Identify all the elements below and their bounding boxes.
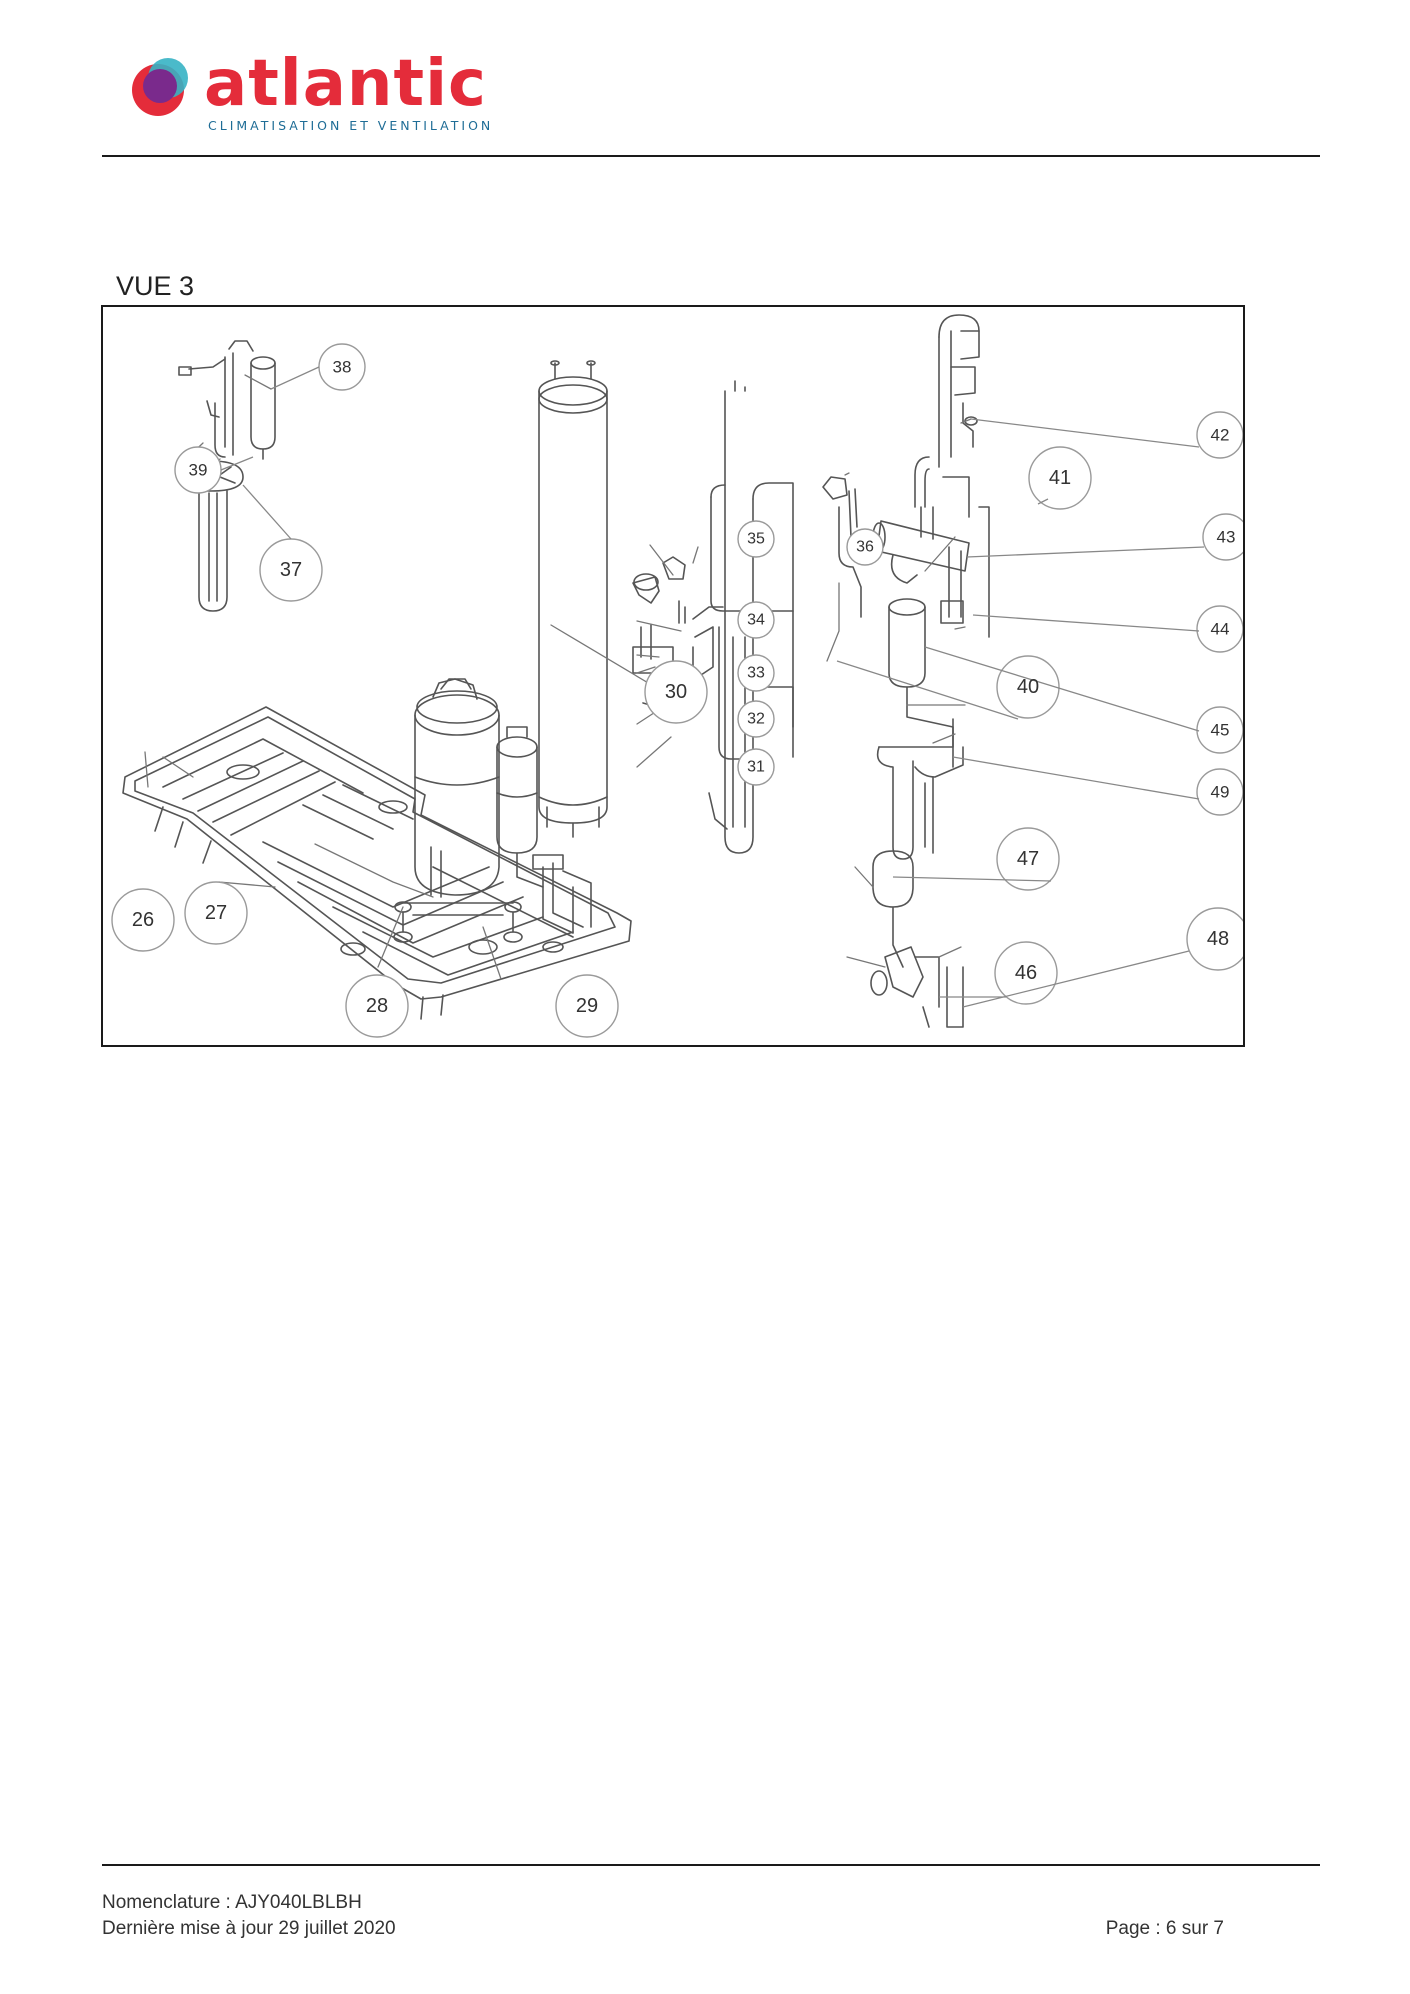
callout-33: 33 bbox=[747, 665, 765, 682]
callout-37: 37 bbox=[280, 559, 302, 581]
brand-name: atlantic bbox=[204, 47, 487, 121]
base-pipework bbox=[532, 854, 592, 934]
parts-diagram: 26 27 28 29 30 31 32 33 34 35 36 37 38 3… bbox=[101, 305, 1245, 1047]
view-title: VUE 3 bbox=[116, 271, 195, 301]
brand-tagline: CLIMATISATION ET VENTILATION bbox=[208, 118, 494, 133]
brand-logo-mark bbox=[132, 58, 188, 116]
leader-lines bbox=[144, 374, 972, 980]
accumulator bbox=[496, 726, 544, 888]
callout-38: 38 bbox=[333, 358, 352, 377]
callout-29: 29 bbox=[576, 995, 598, 1017]
callout-31: 31 bbox=[747, 759, 765, 776]
callout-27: 27 bbox=[205, 902, 227, 924]
footer-updated: Dernière mise à jour 29 juillet 2020 bbox=[102, 1918, 396, 1939]
callout-28: 28 bbox=[366, 995, 388, 1017]
parts-diagram-drawing: 26 27 28 29 30 31 32 33 34 35 36 37 38 3… bbox=[111, 314, 1243, 1038]
callout-46: 46 bbox=[1015, 962, 1037, 984]
header-divider bbox=[102, 155, 1320, 157]
callout-45: 45 bbox=[1211, 721, 1230, 740]
receiver-tank bbox=[538, 360, 608, 838]
callout-49: 49 bbox=[1211, 783, 1230, 802]
callout-35: 35 bbox=[747, 531, 765, 548]
callout-42: 42 bbox=[1211, 426, 1230, 445]
footer-page-number: Page : 6 sur 7 bbox=[1105, 1918, 1224, 1939]
footer-nomenclature: Nomenclature : AJY040LBLBH bbox=[102, 1892, 362, 1913]
callout-48: 48 bbox=[1207, 928, 1229, 950]
callout-36: 36 bbox=[856, 539, 874, 556]
callout-41: 41 bbox=[1049, 467, 1071, 489]
callout-30: 30 bbox=[665, 681, 687, 703]
brand-logo: atlantic CLIMATISATION ET VENTILATION bbox=[118, 46, 498, 136]
callout-34: 34 bbox=[747, 612, 765, 629]
compressor bbox=[393, 678, 523, 943]
footer-divider bbox=[102, 1864, 1320, 1866]
callout-44: 44 bbox=[1211, 620, 1230, 639]
base-plate bbox=[122, 706, 632, 1020]
callout-32: 32 bbox=[747, 711, 765, 728]
filter-assembly bbox=[178, 340, 276, 612]
callout-39: 39 bbox=[189, 461, 208, 480]
callout-26: 26 bbox=[132, 909, 154, 931]
callout-43: 43 bbox=[1217, 528, 1236, 547]
callout-40: 40 bbox=[1017, 676, 1039, 698]
callout-47: 47 bbox=[1017, 848, 1039, 870]
